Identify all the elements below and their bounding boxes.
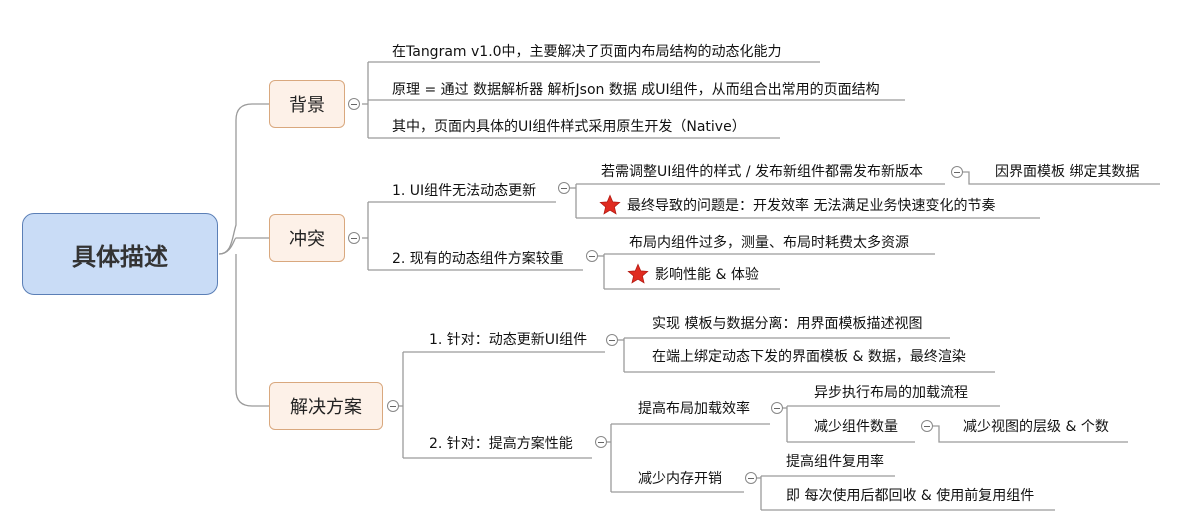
collapse-icon-solution-1[interactable]: [606, 334, 618, 346]
solution-1-item-a[interactable]: 实现 模板与数据分离：用界面模板描述视图: [652, 316, 923, 332]
solution-2-node-1[interactable]: 提高布局加载效率: [638, 401, 750, 417]
solution-2-1b-child[interactable]: 减少视图的层级 & 个数: [963, 419, 1109, 435]
conflict-1a-child[interactable]: 因界面模板 绑定其数据: [995, 164, 1140, 180]
star-icon: [599, 194, 621, 215]
topic-solution-label: 解决方案: [290, 397, 362, 418]
collapse-icon-solution-2-1b[interactable]: [921, 420, 933, 432]
collapse-icon-conflict-1a[interactable]: [951, 166, 963, 178]
topic-solution[interactable]: 解决方案: [269, 382, 383, 430]
root-topic-label: 具体描述: [72, 242, 168, 271]
collapse-icon-solution[interactable]: [387, 400, 399, 412]
solution-2-1-item-b[interactable]: 减少组件数量: [814, 419, 898, 435]
conflict-2-item-a[interactable]: 布局内组件过多，测量、布局时耗费太多资源: [629, 235, 909, 251]
solution-node-1[interactable]: 1. 针对：动态更新UI组件: [429, 332, 588, 348]
star-icon: [627, 263, 649, 284]
background-item-2[interactable]: 原理 = 通过 数据解析器 解析Json 数据 成UI组件，从而组合出常用的页面…: [392, 82, 880, 98]
solution-2-2-item-a[interactable]: 提高组件复用率: [786, 454, 884, 470]
collapse-icon-solution-2-2[interactable]: [745, 472, 757, 484]
topic-background-label: 背景: [289, 95, 325, 116]
solution-2-1-item-a[interactable]: 异步执行布局的加载流程: [814, 385, 968, 401]
collapse-icon-solution-2[interactable]: [595, 436, 607, 448]
conflict-1-item-a[interactable]: 若需调整UI组件的样式 / 发布新组件都需发布新版本: [601, 164, 923, 180]
solution-2-node-2[interactable]: 减少内存开销: [638, 471, 722, 487]
conflict-node-1[interactable]: 1. UI组件无法动态更新: [392, 183, 537, 199]
background-item-1[interactable]: 在Tangram v1.0中，主要解决了页面内布局结构的动态化能力: [392, 44, 782, 60]
collapse-icon-solution-2-1[interactable]: [771, 402, 783, 414]
root-topic[interactable]: 具体描述: [22, 213, 218, 295]
collapse-icon-conflict-1[interactable]: [558, 182, 570, 194]
background-item-3[interactable]: 其中，页面内具体的UI组件样式采用原生开发（Native）: [392, 119, 746, 135]
conflict-node-2[interactable]: 2. 现有的动态组件方案较重: [392, 251, 564, 267]
conflict-1-item-b[interactable]: 最终导致的问题是：开发效率 无法满足业务快速变化的节奏: [627, 198, 996, 214]
collapse-icon-conflict-2[interactable]: [586, 250, 598, 262]
collapse-icon-background[interactable]: [348, 98, 360, 110]
topic-conflict[interactable]: 冲突: [269, 214, 345, 262]
conflict-2-item-b[interactable]: 影响性能 & 体验: [655, 267, 759, 283]
collapse-icon-conflict[interactable]: [348, 232, 360, 244]
solution-1-item-b[interactable]: 在端上绑定动态下发的界面模板 & 数据，最终渲染: [652, 349, 966, 365]
topic-background[interactable]: 背景: [269, 80, 345, 128]
solution-node-2[interactable]: 2. 针对：提高方案性能: [429, 436, 573, 452]
topic-conflict-label: 冲突: [289, 229, 325, 250]
solution-2-2-item-b[interactable]: 即 每次使用后都回收 & 使用前复用组件: [786, 488, 1035, 504]
